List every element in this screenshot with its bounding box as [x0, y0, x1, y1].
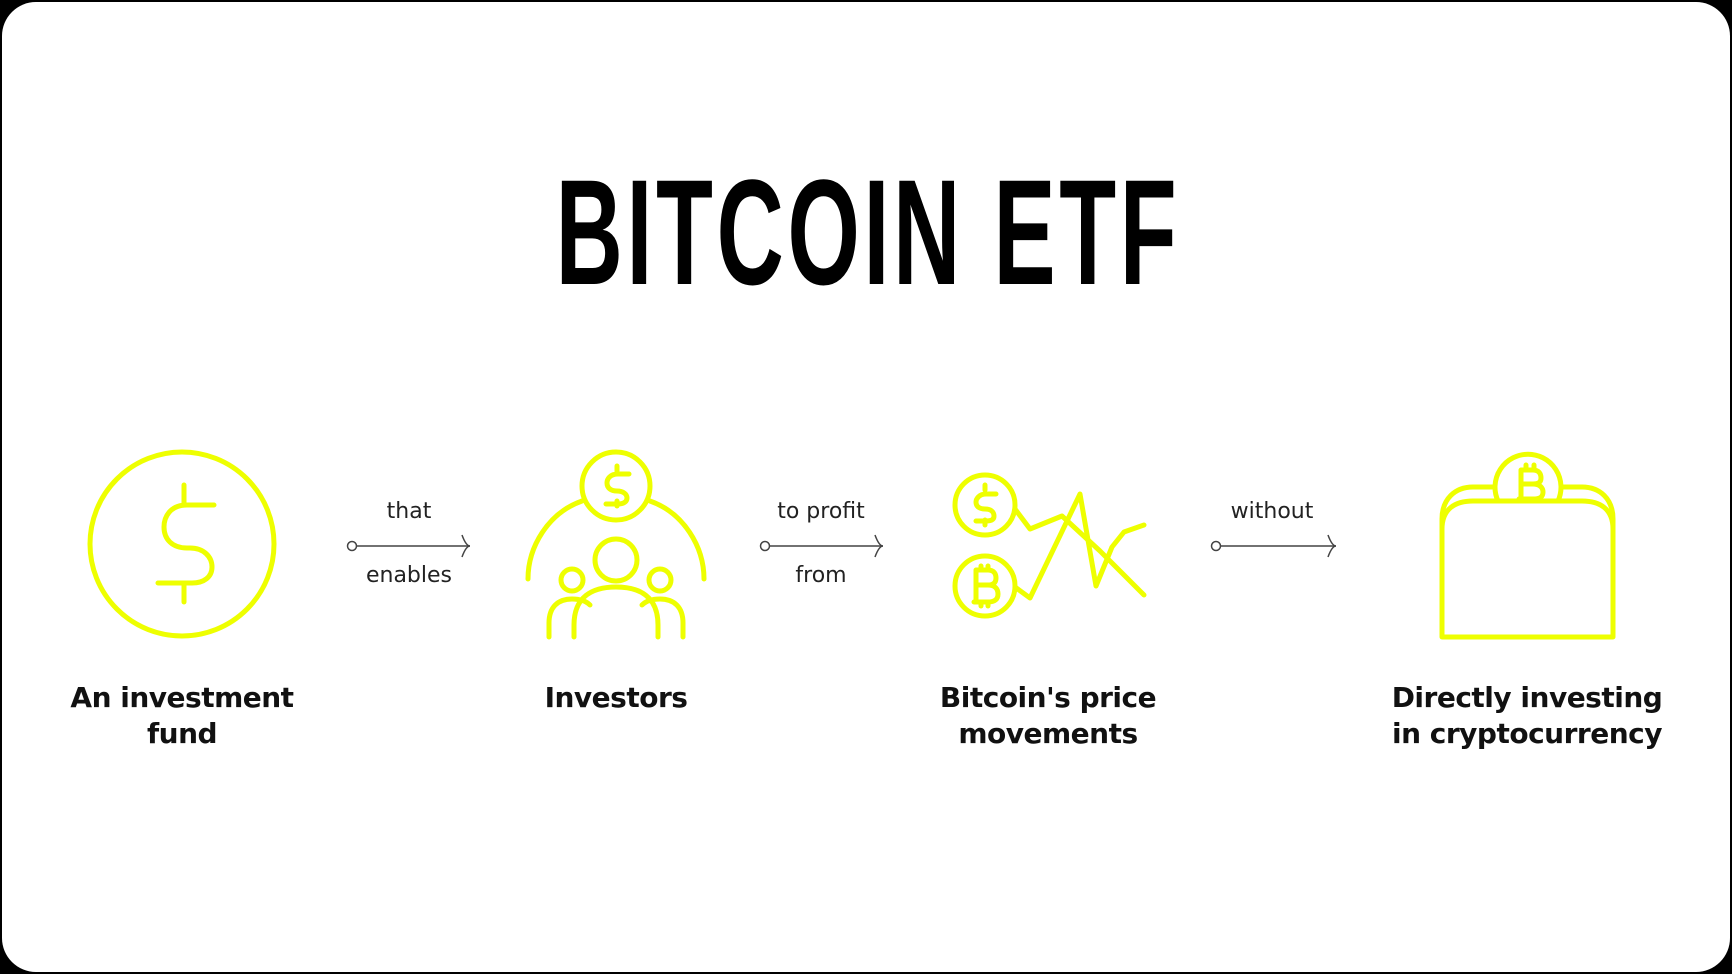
arrow-icon [346, 534, 471, 558]
dollar-coin-icon [86, 447, 278, 641]
caption-line: Bitcoin's price [939, 681, 1157, 714]
arrow-icon [759, 534, 884, 558]
connector-2: to profit from [746, 499, 896, 619]
connector-3: without [1197, 499, 1347, 619]
caption-line: An investment [70, 681, 294, 714]
connector-label-top: without [1230, 499, 1314, 524]
investors-group-icon [524, 449, 708, 641]
price-movement-chart-icon [952, 469, 1148, 621]
step-caption-1: An investment fund [2, 680, 362, 752]
caption-line: Directly investing [1391, 681, 1663, 714]
page-title: BITCOIN ETF [555, 148, 1181, 316]
connector-1: that enables [334, 499, 484, 619]
step-caption-4: Directly investing in cryptocurrency [1347, 680, 1707, 752]
caption-line: in cryptocurrency [1391, 717, 1663, 750]
step-caption-3: Bitcoin's price movements [868, 680, 1228, 752]
caption-line: fund [146, 717, 218, 750]
connector-label-bottom: from [795, 563, 847, 588]
bitcoin-wallet-icon [1439, 449, 1617, 641]
connector-label-top: that [386, 499, 432, 524]
arrow-icon [1210, 534, 1337, 558]
caption-line: Investors [544, 681, 688, 714]
step-caption-2: Investors [436, 680, 796, 716]
connector-label-top: to profit [777, 499, 865, 524]
connector-label-bottom: enables [365, 563, 453, 588]
caption-line: movements [958, 717, 1138, 750]
